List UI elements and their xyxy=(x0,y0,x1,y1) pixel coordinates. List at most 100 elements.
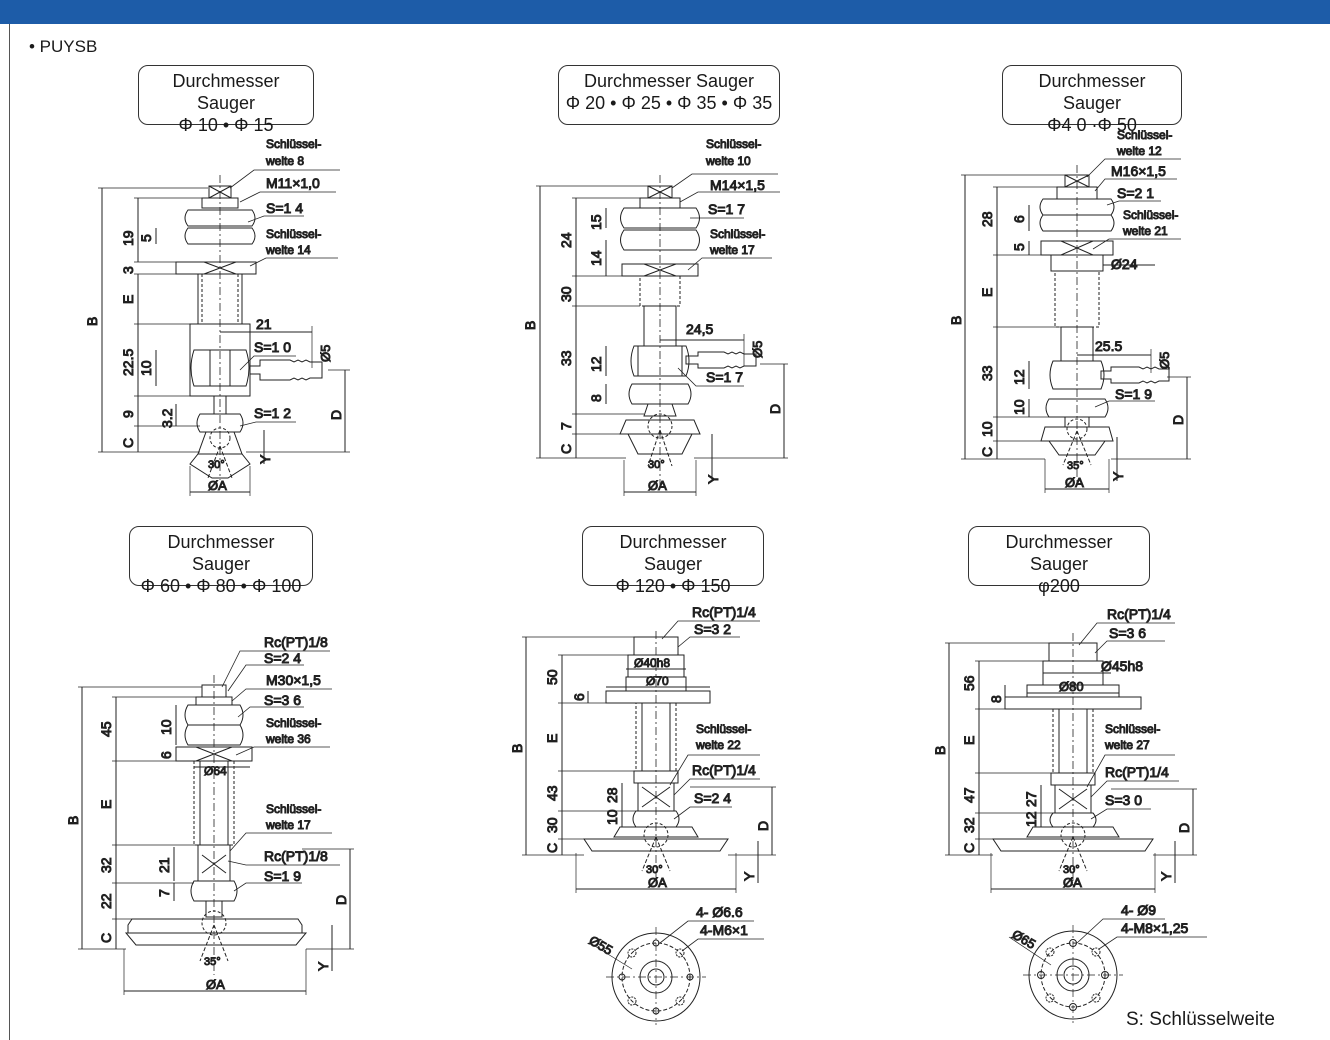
leader xyxy=(1094,178,1177,192)
label-angle: 35° xyxy=(204,956,221,968)
panel-5-svg: Rc(PT)1/4 S=3 2 Ø40h8 Ø70 Schlüssel- wei… xyxy=(509,604,776,1025)
label-port-side: Rc(PT)1/8 xyxy=(264,848,328,864)
leader xyxy=(227,860,340,866)
panel-6-title-line1: Durchmesser Sauger xyxy=(1005,532,1113,574)
panel-6-svg: Rc(PT)1/4 S=3 6 Ø45h8 Ø80 Schlüssel- wei… xyxy=(932,606,1207,1023)
angle-line xyxy=(647,429,661,467)
label-10: 10 xyxy=(138,360,154,376)
label-wrench-size-1: weite 12 xyxy=(1116,144,1162,158)
flange-cross xyxy=(195,746,233,762)
label-6: 6 xyxy=(1011,215,1027,223)
pcd-leader xyxy=(1008,936,1052,966)
nut-lower xyxy=(1039,214,1115,232)
panel-5-drawing: Rc(PT)1/4 S=3 2 Ø40h8 Ø70 Schlüssel- wei… xyxy=(509,604,820,1025)
label-A: ØA xyxy=(208,478,227,493)
page-left-border xyxy=(9,24,10,1040)
panel-1-title-line2: Φ 10 • Φ 15 xyxy=(178,115,274,135)
label-wrench: Schlüssel- xyxy=(1105,722,1160,736)
label-angle: 35° xyxy=(1067,460,1084,472)
leader xyxy=(671,173,778,189)
panel-5-title-line2: Φ 120 • Φ 150 xyxy=(615,576,731,596)
label-45: 45 xyxy=(98,721,114,737)
label-15: 15 xyxy=(588,214,604,230)
side-port-fitting xyxy=(1100,366,1170,384)
bottom-center-circle xyxy=(647,968,665,986)
leader xyxy=(237,706,304,718)
leader xyxy=(233,882,302,892)
body-hex xyxy=(1049,360,1105,390)
lower-nut xyxy=(628,383,692,405)
ball-joint xyxy=(1066,418,1088,440)
label-E: E xyxy=(120,295,136,304)
leader xyxy=(673,778,760,796)
label-wrench-2: Schlüssel- xyxy=(1123,208,1178,222)
label-B: B xyxy=(932,746,948,755)
label-nut-2: S=3 6 xyxy=(264,692,301,708)
label-Y: Y xyxy=(257,454,273,464)
body-cross xyxy=(1058,788,1088,810)
side-port-fitting xyxy=(249,359,323,381)
flange xyxy=(605,690,711,704)
label-56: 56 xyxy=(961,675,977,691)
label-3: 3 xyxy=(120,266,136,274)
label-hole-thread: 4-M6×1 xyxy=(700,922,748,938)
thread-hole xyxy=(675,948,685,958)
label-port-side: Rc(PT)1/4 xyxy=(692,762,756,778)
leader xyxy=(677,636,740,648)
label-Y: Y xyxy=(741,871,757,881)
body-cross xyxy=(201,854,227,874)
thread-hole xyxy=(1091,947,1101,957)
leader xyxy=(1090,780,1179,798)
bottom-view: 4- Ø6.6 4-M6×1 Ø55 xyxy=(586,904,764,1025)
label-27: 27 xyxy=(1023,791,1039,807)
label-nut-2: S=3 0 xyxy=(1105,792,1142,808)
leader xyxy=(661,620,760,640)
label-thread: M16×1,5 xyxy=(1111,163,1166,179)
label-19: 19 xyxy=(120,230,136,246)
panel-4-title-line1: Durchmesser Sauger xyxy=(167,532,275,574)
cup-top xyxy=(1026,826,1120,838)
label-pcd: Ø65 xyxy=(1010,927,1039,952)
label-wrench-size-2: weite 17 xyxy=(265,818,311,832)
label-30: 30 xyxy=(558,286,574,302)
label-nut-3: S=1 2 xyxy=(254,405,291,421)
panel-2-title-line1: Durchmesser Sauger xyxy=(583,71,755,91)
label-D: D xyxy=(333,895,349,905)
leader xyxy=(1086,754,1175,788)
leader xyxy=(221,650,330,688)
label-nut-1: S=3 6 xyxy=(1109,625,1146,641)
holder xyxy=(205,900,223,918)
bottom-view: 4- Ø9 4-M8×1,25 Ø65 xyxy=(1008,902,1207,1023)
label-angle: 30° xyxy=(646,864,663,876)
label-12: 12 xyxy=(588,356,604,372)
label-thread: M11×1,0 xyxy=(266,175,320,191)
label-33: 33 xyxy=(558,350,574,366)
label-port-top: Rc(PT)1/4 xyxy=(1107,606,1171,622)
label-E: E xyxy=(98,800,114,809)
label-8: 8 xyxy=(988,695,1004,703)
ball-joint xyxy=(643,822,669,848)
leader xyxy=(1076,918,1165,944)
label-D: D xyxy=(767,404,783,414)
label-wrench-size-2: weite 14 xyxy=(265,243,311,257)
label-A: ØA xyxy=(206,977,225,992)
label-E: E xyxy=(544,734,560,743)
label-angle: 30° xyxy=(648,459,665,471)
body-hex xyxy=(190,349,250,387)
label-wrench-size: weite 22 xyxy=(695,738,741,752)
label-C: C xyxy=(120,438,136,448)
leader xyxy=(247,215,304,223)
angle-line xyxy=(1062,430,1078,466)
suction-cup xyxy=(124,932,308,946)
label-33: 33 xyxy=(979,365,995,381)
leader xyxy=(1106,200,1161,206)
flange-cross xyxy=(643,263,677,277)
legend-wrench-size: S: Schlüsselweite xyxy=(1126,1009,1275,1030)
label-hole-thread: 4-M8×1,25 xyxy=(1121,920,1189,936)
suction-cup xyxy=(583,838,729,852)
label-wrench-2: Schlüssel- xyxy=(266,227,321,241)
label-A: ØA xyxy=(648,875,667,890)
label-B: B xyxy=(84,317,100,326)
label-245: 24,5 xyxy=(686,321,713,337)
cup-top xyxy=(619,419,701,435)
